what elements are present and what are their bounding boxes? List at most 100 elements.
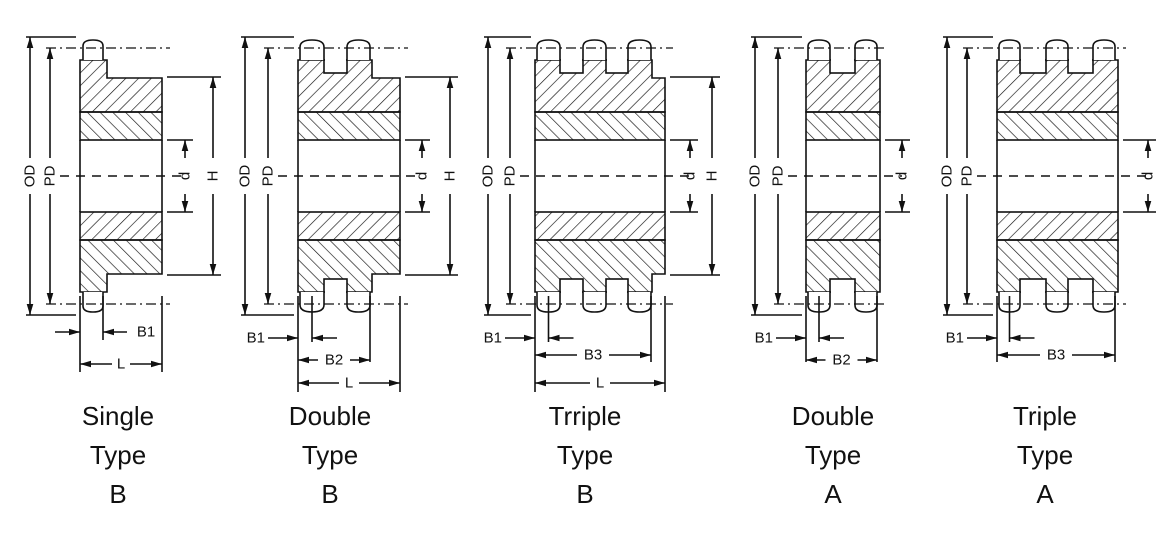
b-label: B2 bbox=[832, 352, 850, 369]
l-label: L bbox=[345, 375, 353, 392]
tooth-gap-fill bbox=[831, 291, 854, 295]
tooth-gap-fill bbox=[1021, 291, 1045, 295]
tooth-gap-fill bbox=[607, 58, 627, 62]
bore-dimension-label: d bbox=[682, 172, 699, 180]
tooth-gap-fill bbox=[1069, 291, 1092, 295]
tooth-gap-fill bbox=[325, 291, 346, 295]
hub-section-top bbox=[996, 59, 1119, 113]
sprocket-tooth bbox=[82, 292, 104, 313]
od-dimension-label: OD bbox=[237, 165, 254, 188]
sprocket-tooth bbox=[82, 39, 104, 60]
pd-dimension-label: PD bbox=[770, 165, 787, 186]
sprocket-tooth bbox=[1045, 39, 1069, 60]
sprocket-tooth bbox=[807, 39, 831, 60]
b1-label: B1 bbox=[137, 324, 155, 341]
b-label: B3 bbox=[584, 347, 602, 364]
hub-section-bottom bbox=[996, 239, 1119, 293]
bore-layer-top bbox=[805, 111, 881, 141]
tooth-gap bbox=[829, 278, 856, 293]
double-type-a-caption-line: A bbox=[824, 479, 842, 509]
hub-section-bottom bbox=[79, 239, 163, 293]
hub-section-top bbox=[297, 59, 401, 113]
triple-type-a-caption-line: A bbox=[1036, 479, 1054, 509]
tooth-gap bbox=[1067, 278, 1094, 293]
tooth-gap-fill bbox=[831, 58, 854, 62]
bore-dimension-label: d bbox=[177, 172, 194, 180]
tooth-gap-fill bbox=[561, 58, 582, 62]
double-type-b-caption-line: B bbox=[321, 479, 338, 509]
double-type-b-caption-line: Double bbox=[289, 401, 371, 431]
sprocket-tooth bbox=[346, 39, 371, 60]
bore-layer-bottom bbox=[79, 211, 163, 241]
double-type-a-caption-line: Double bbox=[792, 401, 874, 431]
hub-section-bottom bbox=[534, 239, 666, 293]
pd-dimension-label: PD bbox=[42, 165, 59, 186]
tooth-gap-fill bbox=[1069, 58, 1092, 62]
bore-layer-top bbox=[297, 111, 401, 141]
triple-type-a-caption-line: Type bbox=[1017, 440, 1073, 470]
bore-layer-bottom bbox=[805, 211, 881, 241]
b1-label: B1 bbox=[484, 330, 502, 347]
od-dimension-label: OD bbox=[939, 165, 956, 188]
sprocket-tooth bbox=[582, 39, 607, 60]
pd-dimension-label: PD bbox=[502, 165, 519, 186]
tooth-gap bbox=[559, 278, 584, 293]
hub-section-top bbox=[79, 59, 163, 113]
single-type-b-caption-line: B bbox=[109, 479, 126, 509]
l-label: L bbox=[117, 356, 125, 373]
od-dimension-label: OD bbox=[22, 165, 39, 188]
bore-layer-top bbox=[996, 111, 1119, 141]
bore-dimension-label: d bbox=[1140, 172, 1157, 180]
pd-dimension-label: PD bbox=[959, 165, 976, 186]
b1-label: B1 bbox=[755, 330, 773, 347]
sprocket-tooth bbox=[346, 292, 371, 313]
triple-type-b-caption-line: Type bbox=[557, 440, 613, 470]
bore-layer-bottom bbox=[996, 211, 1119, 241]
tooth-gap-fill bbox=[325, 58, 346, 62]
sprocket-tooth bbox=[1092, 292, 1116, 313]
pd-dimension-label: PD bbox=[260, 165, 277, 186]
bore-layer-top bbox=[79, 111, 163, 141]
sprocket-tooth bbox=[582, 292, 607, 313]
l-label: L bbox=[596, 375, 604, 392]
sprocket-tooth bbox=[998, 39, 1021, 60]
tooth-gap-fill bbox=[1021, 58, 1045, 62]
single-type-b-caption-line: Type bbox=[90, 440, 146, 470]
triple-type-b-caption-line: Trriple bbox=[549, 401, 622, 431]
sprocket-tooth bbox=[627, 39, 652, 60]
sprocket-tooth bbox=[854, 292, 878, 313]
b1-label: B1 bbox=[946, 330, 964, 347]
double-type-b-caption-line: Type bbox=[302, 440, 358, 470]
od-dimension-label: OD bbox=[480, 165, 497, 188]
sprocket-tooth bbox=[299, 39, 325, 60]
triple-type-b-caption-line: B bbox=[576, 479, 593, 509]
hub-section-bottom bbox=[297, 239, 401, 293]
tooth-gap-fill bbox=[607, 291, 627, 295]
hub-section-top bbox=[534, 59, 666, 113]
sprocket-tooth bbox=[536, 39, 561, 60]
b-label: B3 bbox=[1047, 347, 1065, 364]
bore-dimension-label: d bbox=[414, 172, 431, 180]
bore-layer-bottom bbox=[534, 211, 666, 241]
tooth-gap bbox=[1019, 278, 1047, 293]
tooth-gap bbox=[605, 278, 629, 293]
hub-dimension-label: H bbox=[704, 171, 721, 182]
hub-dimension-label: H bbox=[205, 171, 222, 182]
sprocket-tooth bbox=[627, 292, 652, 313]
double-type-a-caption-line: Type bbox=[805, 440, 861, 470]
sprocket-tooth bbox=[854, 39, 878, 60]
tooth-gap-fill bbox=[561, 291, 582, 295]
triple-type-a-caption-line: Triple bbox=[1013, 401, 1077, 431]
od-dimension-label: OD bbox=[747, 165, 764, 188]
bore-dimension-label: d bbox=[894, 172, 911, 180]
b1-label: B1 bbox=[247, 330, 265, 347]
single-type-b-caption-line: Single bbox=[82, 401, 154, 431]
bore-layer-top bbox=[534, 111, 666, 141]
